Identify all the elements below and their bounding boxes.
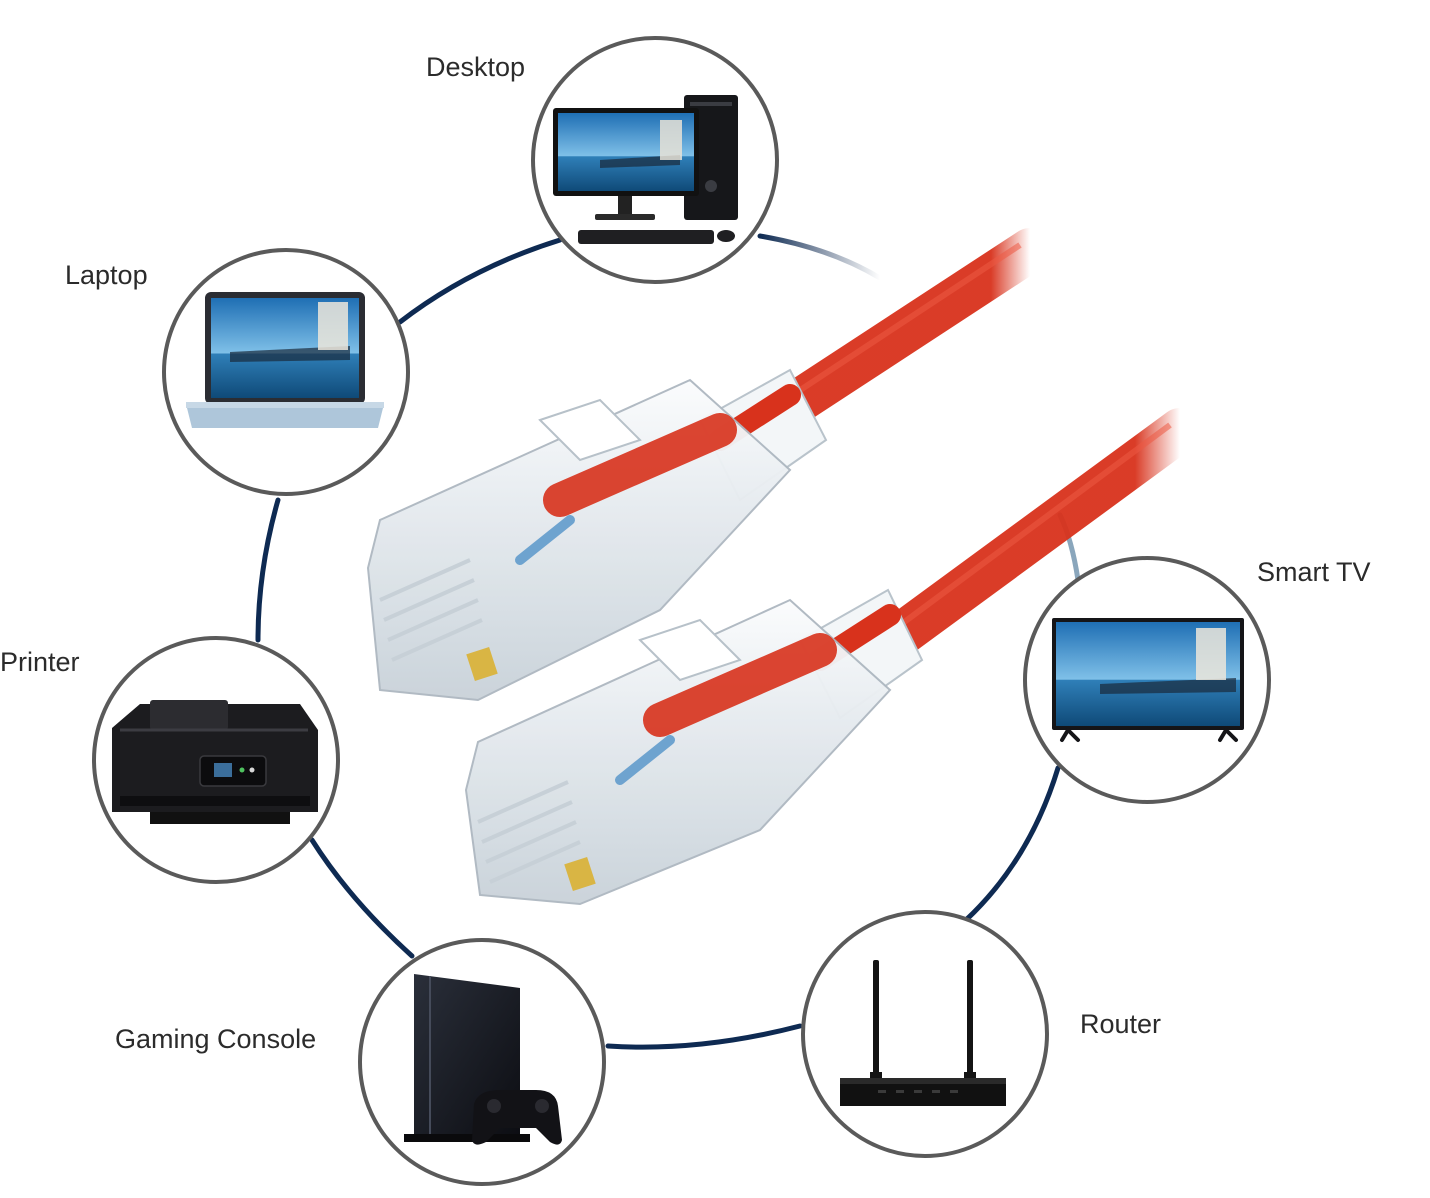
desktop-label: Desktop bbox=[426, 52, 526, 82]
desktop-computer-icon bbox=[553, 95, 738, 244]
smart-tv-icon bbox=[1052, 618, 1244, 742]
ring-arc-desktop-fade bbox=[757, 233, 883, 281]
router-label: Router bbox=[1080, 1009, 1162, 1039]
rj45-connector-upper bbox=[366, 368, 828, 702]
ring-arc-laptop-desktop bbox=[397, 237, 563, 325]
connection-ring bbox=[255, 233, 1081, 1050]
ethernet-cable-lower bbox=[858, 408, 1202, 672]
gaming-console-icon bbox=[404, 974, 562, 1145]
rj45-connector-lower bbox=[464, 588, 924, 906]
router-circle bbox=[801, 910, 1049, 1158]
printer-label: Printer bbox=[0, 647, 80, 677]
ring-arc-gaming-router bbox=[605, 1023, 803, 1050]
ring-arc-laptop-printer bbox=[255, 497, 281, 643]
laptop-icon bbox=[186, 292, 384, 428]
ring-arc-router-smarttv bbox=[963, 765, 1061, 923]
ring-arc-printer-gaming bbox=[309, 837, 415, 959]
router-icon bbox=[840, 960, 1006, 1106]
laptop-label: Laptop bbox=[65, 260, 148, 290]
gaming-console-label: Gaming Console bbox=[115, 1024, 317, 1054]
smart-tv-label: Smart TV bbox=[1257, 557, 1371, 587]
printer-icon bbox=[112, 700, 318, 824]
ethernet-cable-upper bbox=[748, 228, 1052, 442]
